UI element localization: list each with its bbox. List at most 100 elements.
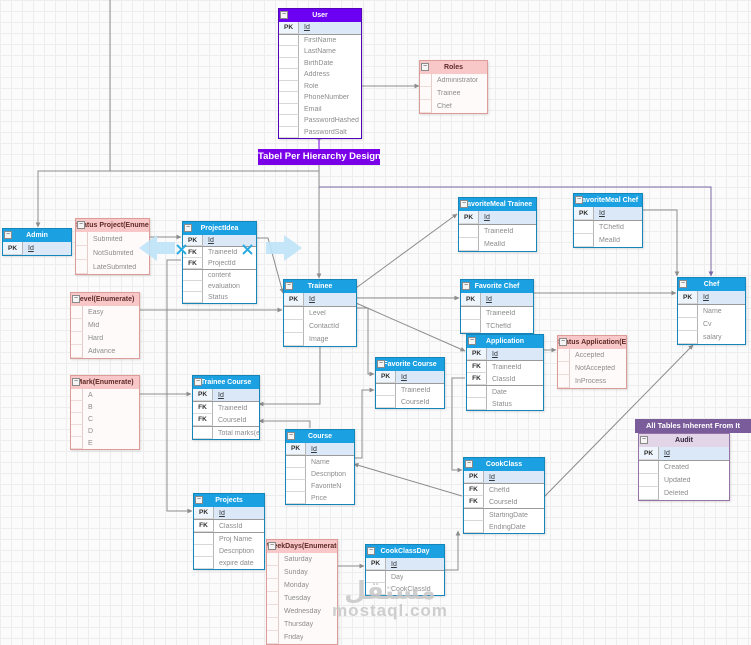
table-row[interactable]: MealId bbox=[459, 238, 536, 251]
table-status-project-enumerate[interactable]: −Status Project(Enumerate)SubmitedNotSub… bbox=[75, 218, 150, 275]
table-row[interactable]: Image bbox=[284, 333, 356, 346]
connector-chef-inherit[interactable] bbox=[319, 186, 714, 277]
table-row[interactable]: Cv bbox=[678, 318, 745, 331]
collapse-icon[interactable]: − bbox=[72, 378, 80, 386]
connector-favmealchef-chef[interactable] bbox=[642, 209, 680, 277]
connector-course-cookclass[interactable] bbox=[353, 462, 463, 497]
table-row[interactable]: Tuesday bbox=[267, 592, 337, 605]
table-row[interactable]: Updated bbox=[639, 474, 729, 487]
connector-cookclass-chef[interactable] bbox=[543, 344, 694, 498]
table-row[interactable]: expire date bbox=[194, 557, 264, 569]
table-row[interactable]: PasswordSalt bbox=[279, 126, 361, 138]
table-row[interactable]: B bbox=[71, 401, 139, 413]
table-row[interactable]: PhoneNumber bbox=[279, 92, 361, 104]
collapse-icon[interactable]: − bbox=[367, 547, 375, 555]
collapse-icon[interactable]: − bbox=[72, 295, 80, 303]
table-row[interactable]: Status bbox=[183, 292, 256, 303]
table-row[interactable]: Advance bbox=[71, 345, 139, 358]
collapse-icon[interactable]: − bbox=[462, 282, 470, 290]
table-row[interactable]: Name bbox=[286, 456, 354, 468]
collapse-icon[interactable]: − bbox=[287, 432, 295, 440]
table-row[interactable]: Price bbox=[286, 492, 354, 504]
table-row[interactable]: Address bbox=[279, 69, 361, 81]
table-row[interactable]: Date bbox=[467, 386, 543, 398]
connector-course-favcourse[interactable] bbox=[354, 387, 375, 459]
table-row[interactable]: Mid bbox=[71, 319, 139, 332]
table-row[interactable]: FavoriteN bbox=[286, 480, 354, 492]
table-row[interactable]: TraineeId bbox=[461, 307, 533, 320]
table-row[interactable]: ContactId bbox=[284, 320, 356, 333]
collapse-icon[interactable]: − bbox=[268, 542, 276, 550]
connector-projectidea-trainee[interactable] bbox=[256, 237, 285, 294]
table-row[interactable]: Level bbox=[284, 307, 356, 320]
table-row[interactable]: Trainee bbox=[420, 87, 487, 100]
connector-trainee-application[interactable] bbox=[355, 302, 466, 352]
table-row[interactable]: Description bbox=[194, 545, 264, 557]
table-row[interactable]: TraineeId bbox=[376, 384, 444, 396]
table-row[interactable]: LastName bbox=[279, 46, 361, 58]
collapse-icon[interactable]: − bbox=[559, 338, 567, 346]
table-row[interactable]: Deleted bbox=[639, 487, 729, 500]
collapse-icon[interactable]: − bbox=[184, 224, 192, 232]
connector-admin-inherit[interactable] bbox=[35, 170, 319, 228]
table-row[interactable]: Sunday bbox=[267, 566, 337, 579]
table-row[interactable]: TraineeId bbox=[459, 225, 536, 238]
table-row[interactable]: Name bbox=[678, 305, 745, 318]
table-row[interactable]: LateSubmited bbox=[76, 260, 149, 274]
collapse-icon[interactable]: − bbox=[465, 460, 473, 468]
table-row[interactable]: salary bbox=[678, 331, 745, 344]
table-row[interactable]: Proj Name bbox=[194, 533, 264, 545]
table-row[interactable]: PasswordHashed bbox=[279, 115, 361, 127]
collapse-icon[interactable]: − bbox=[280, 11, 288, 19]
table-row[interactable]: NotAccepted bbox=[558, 362, 626, 375]
table-row[interactable]: Chef bbox=[420, 100, 487, 113]
connector-trainee-favcourse[interactable] bbox=[356, 307, 375, 377]
table-row[interactable]: CourseId bbox=[376, 396, 444, 408]
collapse-icon[interactable]: − bbox=[377, 360, 385, 368]
table-row[interactable]: Easy bbox=[71, 306, 139, 319]
table-row[interactable]: InProcess bbox=[558, 375, 626, 388]
table-row[interactable]: StartingDate bbox=[464, 509, 544, 521]
table-row[interactable]: Wednesday bbox=[267, 605, 337, 618]
table-status-application-enumerate[interactable]: −Status Application(Enumerate)AcceptedNo… bbox=[557, 335, 627, 389]
collapse-icon[interactable]: − bbox=[77, 221, 85, 229]
table-row[interactable]: MealId bbox=[574, 234, 642, 247]
connector-cookclassday-cookclass[interactable] bbox=[444, 530, 461, 571]
table-row[interactable]: D bbox=[71, 425, 139, 437]
table-row[interactable]: Submited bbox=[76, 232, 149, 246]
collapse-icon[interactable]: − bbox=[4, 231, 12, 239]
table-row[interactable]: NotSubmited bbox=[76, 246, 149, 260]
connector-trainee-favmealtrainee[interactable] bbox=[355, 213, 458, 289]
table-row[interactable]: FirstName bbox=[279, 34, 361, 46]
collapse-icon[interactable]: − bbox=[640, 436, 648, 444]
table-row[interactable]: Thursday bbox=[267, 618, 337, 631]
table-row[interactable]: Day bbox=[366, 571, 444, 583]
